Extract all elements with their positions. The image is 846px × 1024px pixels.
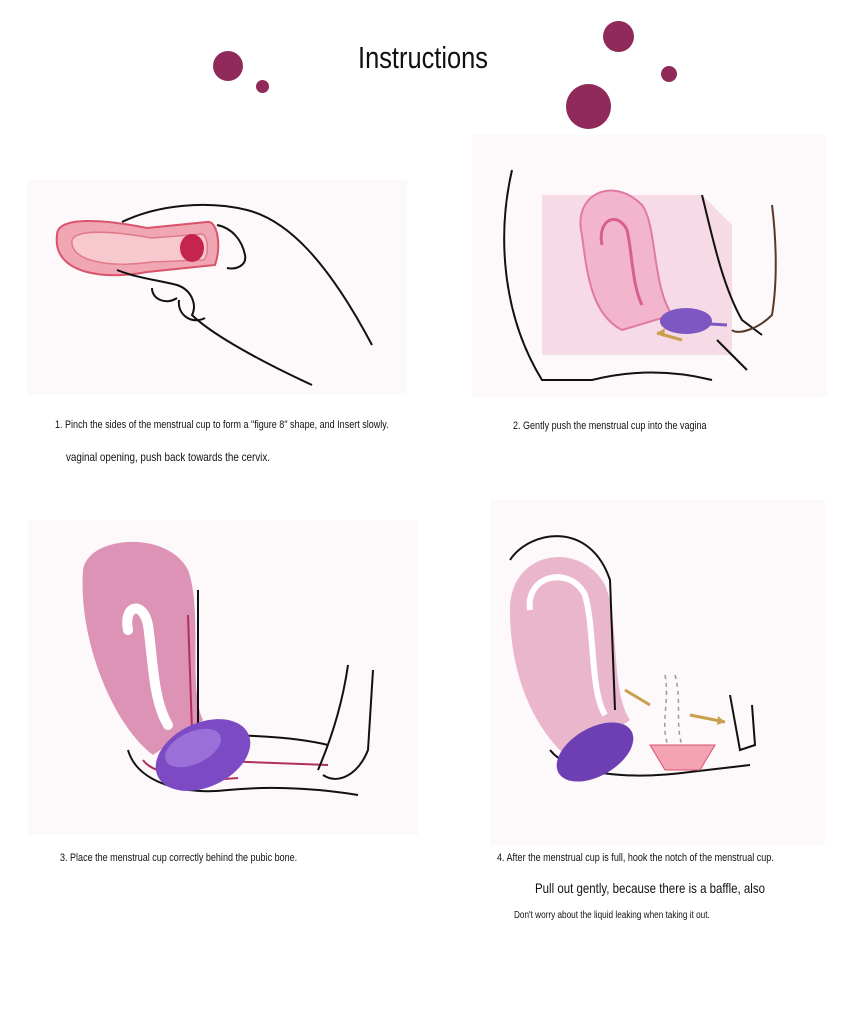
- step-4-caption: 4. After the menstrual cup is full, hook…: [497, 852, 774, 864]
- decorative-dot: [603, 21, 634, 52]
- step-4-extra-2: Don't worry about the liquid leaking whe…: [514, 910, 710, 921]
- decorative-dot: [566, 84, 611, 129]
- decorative-dot: [256, 80, 269, 93]
- step-1-caption: 1. Pinch the sides of the menstrual cup …: [55, 419, 389, 431]
- decorative-dot: [213, 51, 243, 81]
- step-4-illustration: [490, 500, 825, 845]
- step-1-extra: vaginal opening, push back towards the c…: [66, 450, 270, 464]
- step-1-illustration: [27, 180, 407, 395]
- step-3-illustration: [28, 520, 418, 835]
- decorative-dot: [661, 66, 677, 82]
- step-4-extra: Pull out gently, because there is a baff…: [535, 880, 765, 896]
- step-3-caption: 3. Place the menstrual cup correctly beh…: [60, 852, 297, 864]
- step-2-caption: 2. Gently push the menstrual cup into th…: [513, 420, 707, 432]
- step-2-illustration: [472, 135, 827, 397]
